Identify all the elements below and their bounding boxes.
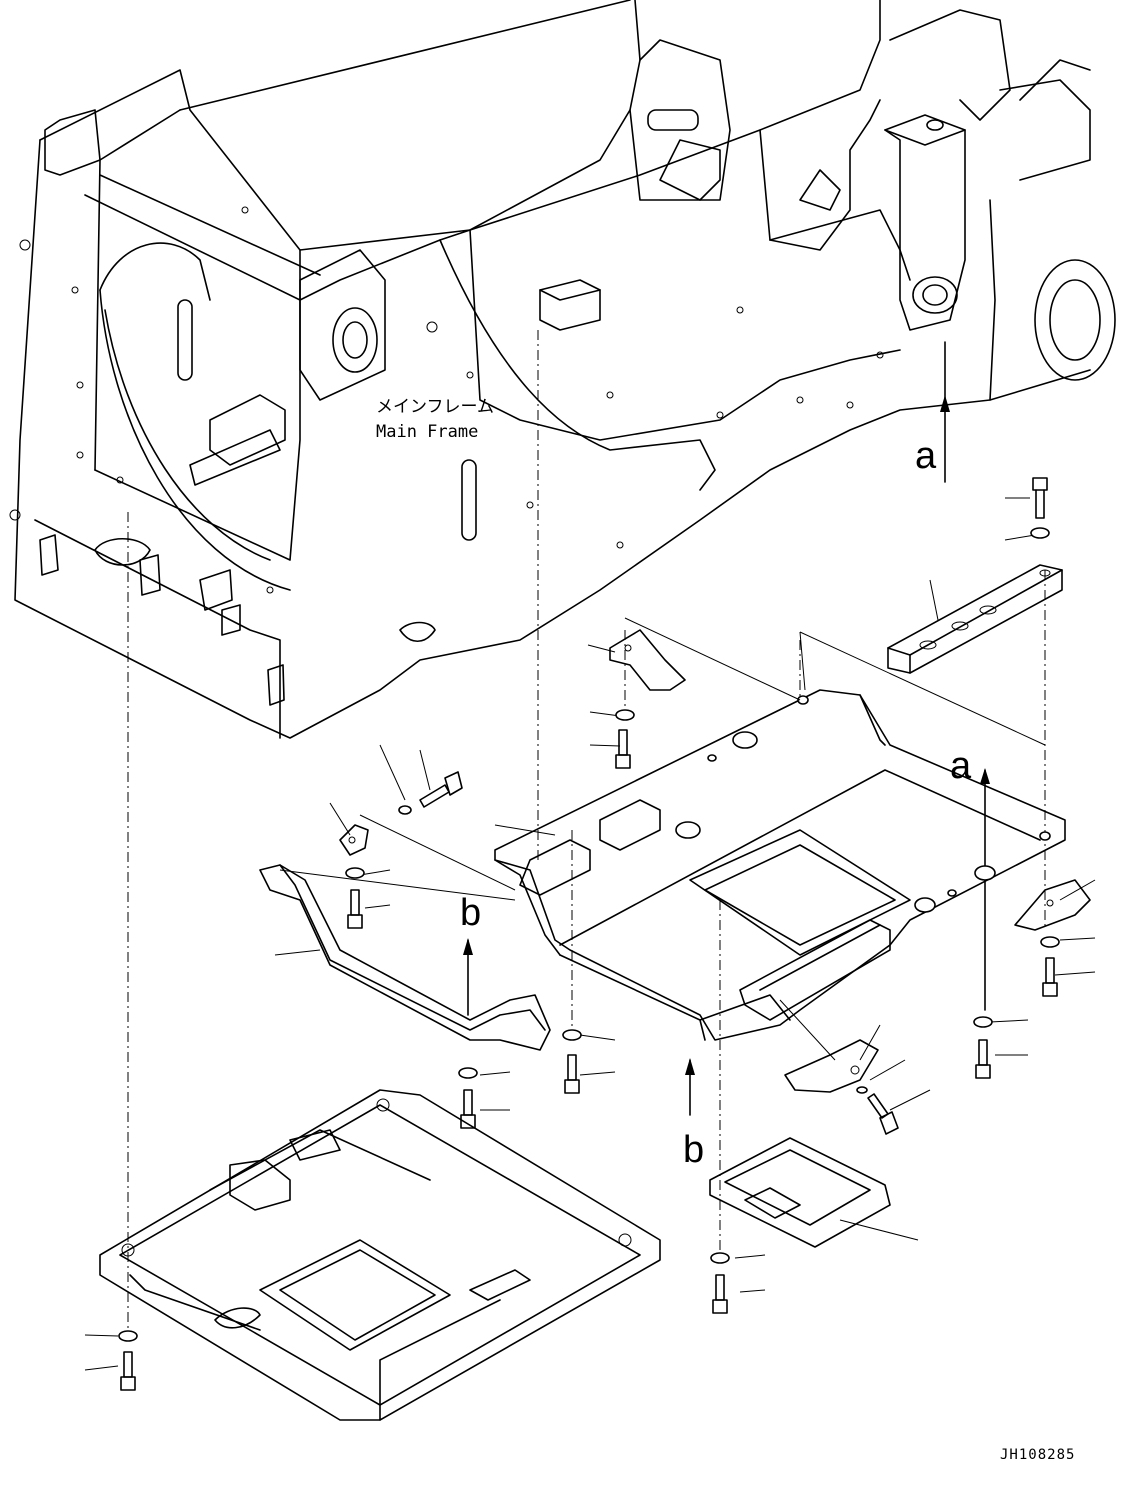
support-bar bbox=[887, 564, 1063, 674]
alignment-lines bbox=[127, 330, 1046, 1330]
lower-bracket bbox=[784, 1039, 879, 1093]
small-clamp bbox=[339, 824, 369, 856]
main-frame-label-en: Main Frame bbox=[376, 422, 478, 442]
arrow-b-bottom bbox=[685, 1058, 695, 1116]
curved-beam bbox=[259, 864, 551, 1051]
arrow-a-top bbox=[940, 341, 950, 483]
fasteners bbox=[118, 477, 1060, 1391]
arrow-b-left bbox=[463, 938, 473, 1016]
reference-letter-b-left: b bbox=[460, 892, 481, 934]
top-bracket bbox=[609, 629, 686, 691]
right-bracket bbox=[1014, 879, 1091, 931]
main-frame bbox=[9, 0, 1116, 739]
floor-plate-assembly bbox=[494, 689, 1066, 1041]
reference-letter-b-bottom: b bbox=[683, 1129, 704, 1171]
leader-lines bbox=[84, 497, 1096, 1371]
lower-frame bbox=[99, 1089, 661, 1421]
cover-plate bbox=[709, 1137, 891, 1248]
drawing-code: JH108285 bbox=[1000, 1447, 1075, 1463]
main-frame-label-jp: メインフレーム bbox=[376, 397, 494, 417]
arrow-a-mid bbox=[980, 768, 990, 1011]
reference-letter-a-top: a bbox=[915, 435, 937, 477]
reference-letter-a-mid: a bbox=[950, 745, 972, 787]
